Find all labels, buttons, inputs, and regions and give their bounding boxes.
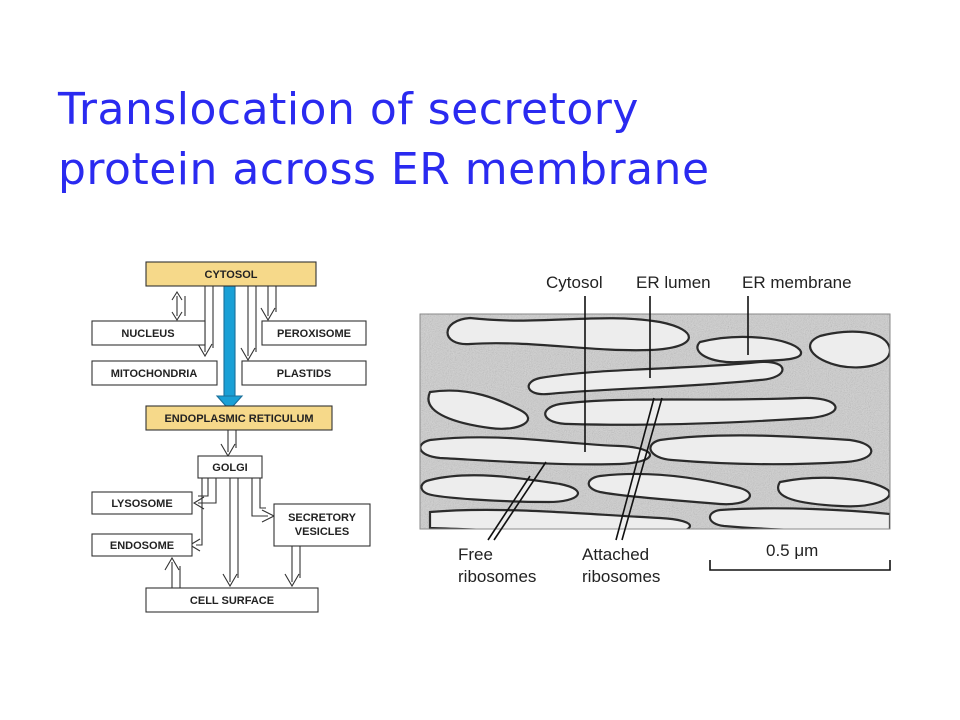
label-endosome: ENDOSOME (110, 540, 174, 552)
box-peroxisome (261, 320, 367, 346)
micrograph-pointers (487, 296, 749, 541)
arrow-er-golgi (220, 430, 236, 458)
label-mg-attached-line-1: Attached (582, 545, 649, 564)
arrow-golgi-cell-surface (222, 478, 238, 588)
label-mg-er-membrane: ER membrane (742, 273, 852, 292)
label-mg-attached-line-2: ribosomes (582, 567, 660, 586)
label-mg-free-line-2: ribosomes (458, 567, 536, 586)
label-mg-cytosol: Cytosol (546, 273, 603, 292)
flowchart-labels: CYTOSOL NUCLEUS PEROXISOME MITOCHONDRIA … (110, 269, 357, 607)
box-cell-surface (145, 587, 319, 613)
label-peroxisome: PEROXISOME (277, 328, 351, 340)
label-nucleus: NUCLEUS (121, 328, 174, 340)
box-cytosol (145, 261, 317, 287)
arrow-cytosol-peroxisome (260, 286, 276, 322)
pointer-free-ribosome-2 (493, 461, 547, 541)
arrow-cytosol-nucleus (171, 290, 183, 322)
pointer-attached-ribosome-2 (621, 397, 663, 541)
arrow-golgi-lysosome (192, 478, 217, 510)
arrow-secretory-cell-surface (284, 546, 300, 588)
arrow-golgi-secretory (251, 478, 276, 523)
box-plastids (241, 360, 367, 386)
box-endosome (91, 533, 193, 557)
box-mitochondria (91, 360, 218, 386)
protein-sorting-flowchart (91, 261, 371, 613)
label-cytosol: CYTOSOL (205, 269, 258, 281)
label-secretory-line-1: SECRETORY (288, 512, 357, 524)
label-lysosome: LYSOSOME (111, 498, 172, 510)
box-nucleus (91, 320, 206, 346)
label-mg-scale: 0.5 μm (766, 541, 818, 560)
pointer-free-ribosome-1 (487, 475, 531, 541)
box-secretory-vesicles (273, 503, 371, 547)
er-cisternae (420, 316, 890, 529)
scale-bar (709, 560, 891, 571)
label-mg-er-lumen: ER lumen (636, 273, 711, 292)
main-arrow-cytosol-er (215, 285, 244, 411)
micrograph-labels: Cytosol ER lumen ER membrane Free riboso… (458, 273, 852, 586)
box-golgi (197, 455, 263, 479)
label-secretory-line-2: VESICLES (295, 526, 349, 538)
flowchart-arrows (164, 286, 301, 588)
label-mitochondria: MITOCHONDRIA (111, 368, 198, 380)
box-er (145, 405, 333, 431)
label-golgi: GOLGI (212, 462, 247, 474)
label-cell-surface: CELL SURFACE (190, 595, 274, 607)
arrow-cytosol-plastids (240, 286, 256, 362)
pointer-attached-ribosome-1 (615, 397, 655, 541)
title-line-2: protein across ER membrane (58, 144, 710, 195)
label-mg-free-line-1: Free (458, 545, 493, 564)
title-line-1: Translocation of secretory (58, 84, 639, 135)
label-er: ENDOPLASMIC RETICULUM (164, 413, 313, 425)
arrow-cell-surface-endosome (164, 556, 180, 588)
slide-title: Translocation of secretory protein acros… (58, 80, 918, 200)
label-plastids: PLASTIDS (277, 368, 331, 380)
box-lysosome (91, 491, 193, 515)
